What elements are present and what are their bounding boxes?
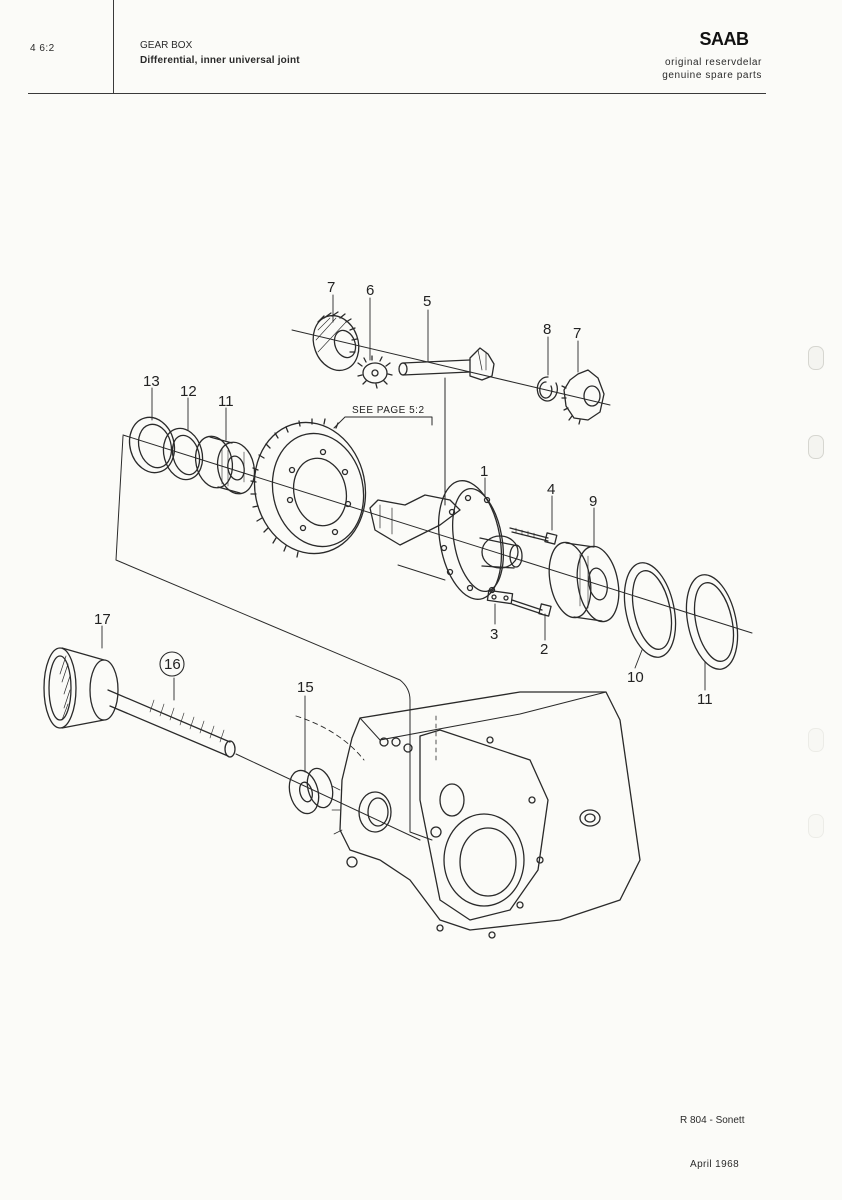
header-rule [28,93,766,94]
shim-ring [128,416,176,474]
callout-6: 6 [366,282,374,299]
shim-right-inner [623,562,677,658]
pinion-axis-line [291,329,611,406]
callout-1: 1 [480,463,488,480]
issue-date: April 1968 [690,1159,740,1170]
binder-hole [808,346,824,370]
saab-logo: SAAB [686,29,762,52]
taper-bearing-left [194,435,256,495]
splined-shaft [107,689,236,758]
callout-9: 9 [589,493,597,510]
callout-13: 12 [180,383,197,400]
callout-4: 4 [547,481,555,498]
svg-text:SAAB: SAAB [699,30,749,48]
leader-loop [115,435,433,841]
differential-pinion [357,355,393,389]
shim-right-outer [685,574,739,670]
lock-plate [486,589,514,605]
circlip [536,376,558,402]
callout-2: 2 [540,641,548,658]
binder-hole [808,435,824,459]
callout-12: 11 [218,393,234,410]
page-subtitle: Differential, inner universal joint [140,55,300,66]
tagline-english: genuine spare parts [662,70,762,81]
section-number: 4 6:2 [30,43,55,54]
binder-hole [808,728,824,752]
drive-axis-line [235,753,421,841]
callout-17: 17 [94,611,111,628]
brand-block: SAAB original reservdelar genuine spare … [662,29,762,82]
see-page-leader [333,416,433,429]
callout-labels: 7 6 5 8 7 13 12 11 1 4 9 3 2 10 11 17 16… [94,279,713,708]
title-block: GEAR BOX Differential, inner universal j… [140,38,300,68]
header-vertical-rule [113,0,114,94]
seal-ring [162,427,204,481]
page-title: GEAR BOX [140,40,193,51]
bolt-upper [509,527,558,545]
callout-16: 16 [164,656,181,673]
callout-7-right: 7 [573,325,581,342]
callout-3: 3 [490,626,498,643]
taper-bearing-right [548,541,620,623]
tagline-swedish: original reservdelar [664,57,762,68]
callout-14: 13 [143,373,160,390]
see-page-note: SEE PAGE 5:2 [352,405,425,416]
side-gear-left [312,311,360,372]
shaft-bearing [288,767,334,815]
model-reference: R 804 - Sonett [680,1115,745,1126]
callout-15: 15 [297,679,314,696]
callout-5: 5 [423,293,431,310]
bolt-lower [511,599,552,617]
ring-gear [250,418,367,558]
callout-8: 8 [543,321,551,338]
callout-11: 11 [697,691,713,708]
drive-cup [43,647,119,729]
side-gear-right [561,369,605,425]
callout-7-upper: 7 [327,279,335,296]
callout-16-circle [159,651,185,677]
differential-carrier [369,480,523,600]
pinion-shaft [398,347,495,381]
binder-hole [808,814,824,838]
callout-10: 10 [627,669,644,686]
gearbox-housing [295,691,641,939]
